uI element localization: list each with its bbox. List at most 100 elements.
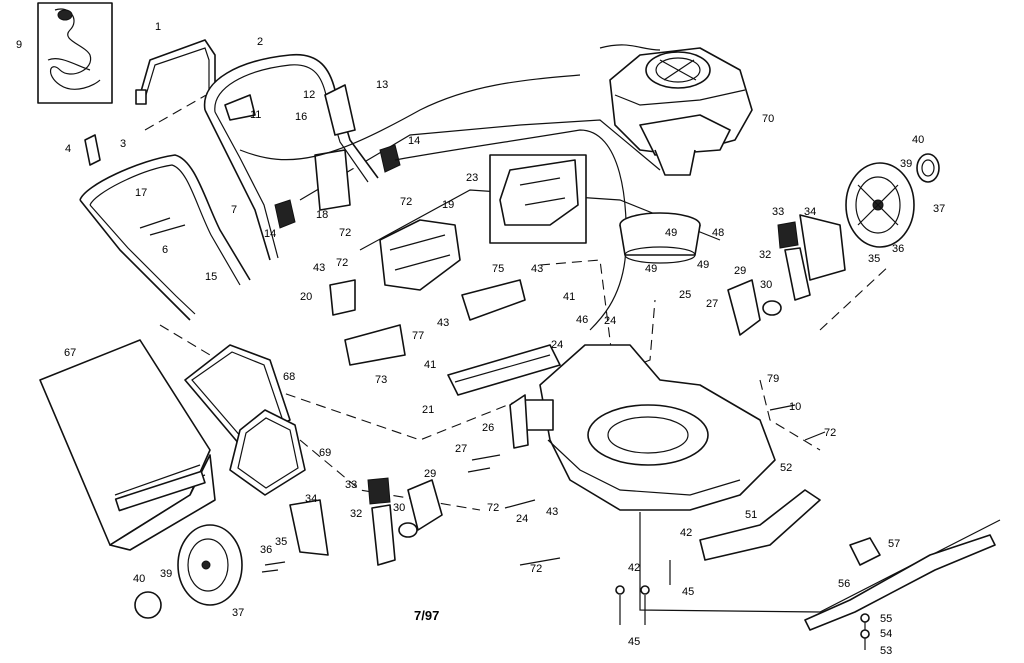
callout-16: 16 — [295, 111, 307, 123]
callout-3: 3 — [120, 138, 126, 150]
baffle-ring — [619, 212, 701, 264]
callout-72: 72 — [339, 227, 351, 239]
callout-23: 23 — [466, 172, 478, 184]
callout-37: 37 — [933, 203, 945, 215]
callout-39: 39 — [900, 158, 912, 170]
callout-49: 49 — [697, 259, 709, 271]
callout-40: 40 — [133, 573, 145, 585]
callout-30: 30 — [393, 502, 405, 514]
callout-17: 17 — [135, 187, 147, 199]
lower-handle — [79, 134, 251, 321]
callout-36: 36 — [892, 243, 904, 255]
front-wheel-left — [177, 524, 243, 606]
callout-21: 21 — [422, 404, 434, 416]
callout-43: 43 — [313, 262, 325, 274]
callout-73: 73 — [375, 374, 387, 386]
callout-42: 42 — [680, 527, 692, 539]
callout-43: 43 — [531, 263, 543, 275]
callout-11: 11 — [250, 109, 261, 121]
blade-adapter — [849, 537, 881, 566]
callout-18: 18 — [316, 209, 328, 221]
callout-53: 53 — [880, 645, 892, 657]
callout-49: 49 — [665, 227, 677, 239]
date-code: 7/97 — [414, 608, 439, 623]
callout-56: 56 — [838, 578, 850, 590]
callout-42: 42 — [628, 562, 640, 574]
engine — [599, 44, 753, 176]
callout-72: 72 — [824, 427, 836, 439]
callout-33: 33 — [345, 479, 357, 491]
callout-27: 27 — [455, 443, 467, 455]
callout-2: 2 — [257, 36, 263, 48]
callout-51: 51 — [745, 509, 757, 521]
hubcap-right — [916, 153, 940, 183]
bracket-inset — [489, 154, 587, 244]
callout-27: 27 — [706, 298, 718, 310]
cables — [239, 74, 627, 331]
callout-67: 67 — [64, 347, 76, 359]
discharge-bracket — [461, 279, 526, 321]
callout-43: 43 — [437, 317, 449, 329]
callout-45: 45 — [628, 636, 640, 648]
callout-12: 12 — [303, 89, 315, 101]
hubcap-left — [134, 591, 162, 619]
mower-deck — [509, 344, 776, 511]
assembly-lines — [144, 89, 1001, 613]
callout-32: 32 — [350, 508, 362, 520]
control-bracket — [329, 219, 461, 316]
callout-34: 34 — [305, 493, 317, 505]
callout-79: 79 — [767, 373, 779, 385]
callout-1: 1 — [155, 21, 161, 33]
callout-45: 45 — [682, 586, 694, 598]
callout-36: 36 — [260, 544, 272, 556]
callout-72: 72 — [400, 196, 412, 208]
callout-15: 15 — [205, 271, 217, 283]
callout-69: 69 — [319, 447, 331, 459]
callout-9: 9 — [16, 39, 22, 51]
callout-13: 13 — [376, 79, 388, 91]
callout-41: 41 — [563, 291, 575, 303]
callout-20: 20 — [300, 291, 312, 303]
callout-72: 72 — [530, 563, 542, 575]
callout-48: 48 — [712, 227, 724, 239]
callout-52: 52 — [780, 462, 792, 474]
callout-14: 14 — [264, 228, 276, 240]
callout-40: 40 — [912, 134, 924, 146]
rear-chute — [447, 344, 561, 396]
callout-41: 41 — [424, 359, 436, 371]
callout-24: 24 — [604, 315, 616, 327]
height-adjuster-right — [727, 214, 846, 336]
callout-33: 33 — [772, 206, 784, 218]
callout-29: 29 — [424, 468, 436, 480]
callout-24: 24 — [551, 339, 563, 351]
callout-57: 57 — [888, 538, 900, 550]
callout-35: 35 — [275, 536, 287, 548]
callout-49: 49 — [645, 263, 657, 275]
callout-43: 43 — [546, 506, 558, 518]
handle-assembly — [203, 53, 401, 261]
callout-14: 14 — [408, 135, 420, 147]
callout-39: 39 — [160, 568, 172, 580]
callout-77: 77 — [412, 330, 424, 342]
rear-wheel-right — [845, 162, 915, 248]
hardware — [261, 404, 870, 650]
callout-46: 46 — [576, 314, 588, 326]
callout-35: 35 — [868, 253, 880, 265]
callout-55: 55 — [880, 613, 892, 625]
callout-34: 34 — [804, 206, 816, 218]
callout-6: 6 — [162, 244, 168, 256]
callout-4: 4 — [65, 143, 71, 155]
callout-54: 54 — [880, 628, 892, 640]
skirt — [699, 489, 821, 561]
callout-30: 30 — [760, 279, 772, 291]
callout-32: 32 — [759, 249, 771, 261]
callout-7: 7 — [231, 204, 237, 216]
cable-kit-inset — [37, 2, 113, 104]
bag-frame — [184, 344, 306, 496]
callout-75: 75 — [492, 263, 504, 275]
callout-19: 19 — [442, 199, 454, 211]
callout-72: 72 — [487, 502, 499, 514]
